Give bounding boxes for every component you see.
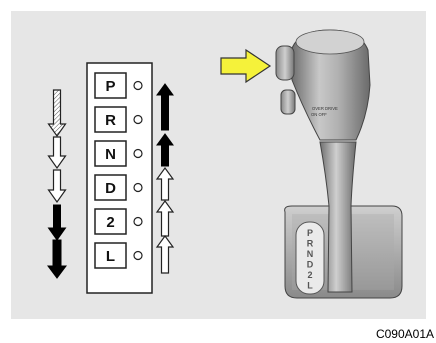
gate-position-d: D bbox=[94, 174, 143, 201]
gate-letter: N bbox=[105, 146, 116, 163]
gate-position-l: L bbox=[94, 242, 143, 269]
downshift-arrow-outline-down bbox=[47, 169, 67, 204]
gate-indicator-circle bbox=[133, 250, 143, 261]
gate-slot-letter: P bbox=[307, 228, 313, 238]
overdrive-pointer-arrow bbox=[220, 48, 272, 84]
gate-letter-box bbox=[94, 72, 127, 99]
gate-letter-box bbox=[94, 106, 127, 133]
gate-indicator-circle bbox=[133, 114, 143, 125]
gate-slot-letter: L bbox=[307, 281, 313, 291]
shift-lock-button[interactable] bbox=[275, 45, 295, 81]
gate-position-n: N bbox=[94, 140, 143, 167]
downshift-arrow-solid-down bbox=[47, 239, 67, 279]
gate-position-p: P bbox=[94, 72, 143, 99]
downshift-arrow-solid-down bbox=[47, 204, 67, 241]
upshift-arrow-outline-up bbox=[155, 199, 175, 237]
knob-top bbox=[295, 29, 365, 55]
overdrive-label-line2: ON OFF bbox=[311, 112, 327, 117]
gate-letter: 2 bbox=[106, 214, 114, 231]
upshift-arrows bbox=[155, 83, 175, 274]
gate-indicator-circle bbox=[133, 148, 143, 159]
gate-slot-letter: R bbox=[307, 239, 314, 249]
upshift-arrow-outline-up bbox=[155, 166, 175, 201]
lever-stem bbox=[319, 141, 357, 293]
gate-indicator-circle bbox=[133, 182, 143, 193]
gate-indicator-circle bbox=[133, 80, 143, 91]
upshift-arrow-solid-up bbox=[156, 83, 174, 131]
gate-letter-box bbox=[94, 208, 127, 235]
gate-letter: D bbox=[105, 180, 116, 197]
gate-letter-box bbox=[94, 140, 127, 167]
gate-slot-letter: 2 bbox=[307, 270, 312, 280]
downshift-arrow-hatched-down bbox=[47, 89, 67, 138]
gate-slot-letter: D bbox=[307, 260, 314, 270]
gate-letter-box bbox=[94, 242, 127, 269]
downshift-arrows bbox=[47, 89, 67, 279]
gate-letter: R bbox=[105, 112, 116, 129]
gate-slot bbox=[295, 221, 325, 295]
gate-letter: L bbox=[106, 248, 115, 265]
gate-indicator-circle bbox=[133, 216, 143, 227]
figure-code: C090A01A bbox=[375, 327, 434, 341]
upshift-arrow-solid-up bbox=[156, 133, 174, 167]
gate-position-r: R bbox=[94, 106, 143, 133]
overdrive-label-line1: OVER DRIVE bbox=[312, 106, 338, 111]
downshift-arrow-outline-down bbox=[47, 136, 67, 170]
gate-position-2: 2 bbox=[94, 208, 143, 235]
upshift-arrow-outline-up bbox=[155, 234, 175, 274]
gate-letter: P bbox=[105, 78, 115, 95]
gate-letter-box bbox=[94, 174, 127, 201]
gate-slot-letter: N bbox=[307, 249, 314, 259]
overdrive-button[interactable] bbox=[280, 89, 296, 115]
